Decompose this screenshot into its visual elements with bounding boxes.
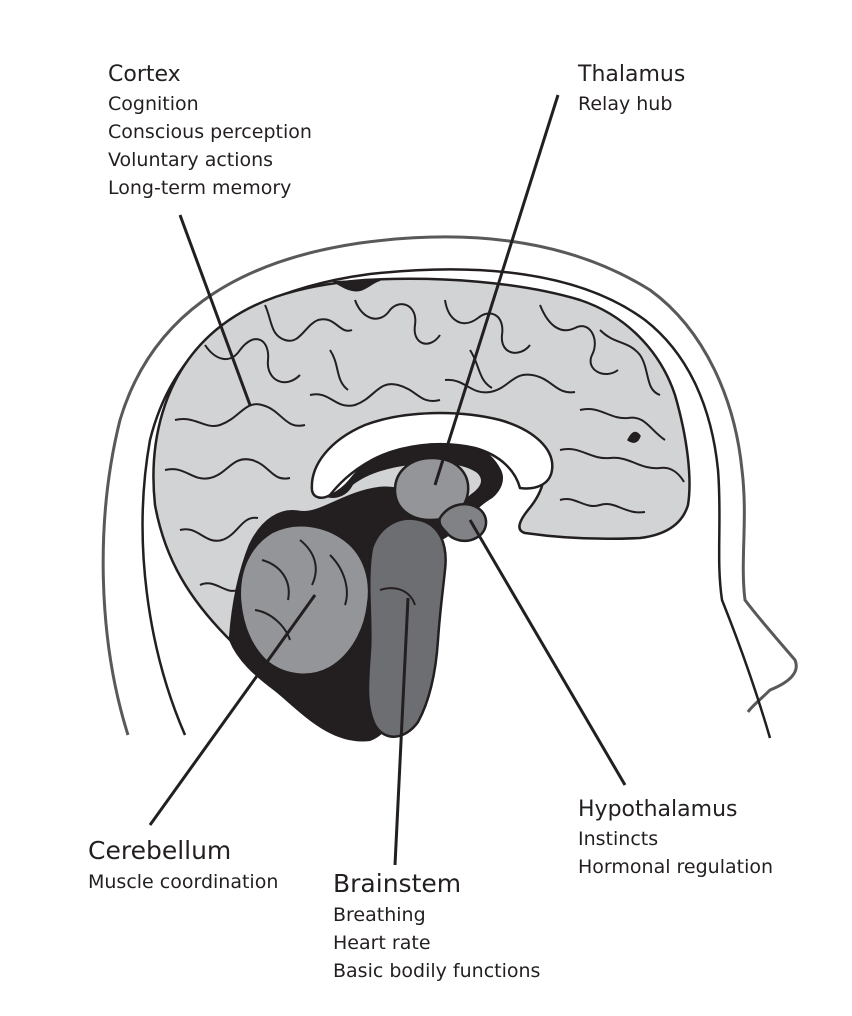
brainstem-function-1: Breathing	[333, 904, 426, 926]
cerebellum-title: Cerebellum	[88, 836, 232, 865]
thalamus-shape	[393, 456, 470, 522]
cortex-leader-line	[178, 214, 252, 406]
skull-outline	[141, 268, 772, 739]
brainstem-function-2: Heart rate	[333, 932, 431, 954]
top-notch	[331, 279, 381, 292]
cortex-function-2: Conscious perception	[108, 121, 312, 143]
brainstem-label: Brainstem Breathing Heart rate Basic bod…	[333, 867, 540, 985]
corpus-callosum	[310, 411, 554, 499]
side-notch	[627, 431, 641, 443]
cortex-function-3: Voluntary actions	[108, 149, 274, 171]
cortex-label: Cortex Cognition Conscious perception Vo…	[108, 60, 312, 202]
cerebellum-leader-line	[148, 594, 317, 826]
cerebellum-folds	[254, 539, 348, 641]
hypothalamus-leader-line	[468, 519, 627, 786]
cortex-function-4: Long-term memory	[108, 177, 292, 199]
head-outline	[101, 235, 798, 736]
cerebellum-function-1: Muscle coordination	[88, 871, 279, 893]
hypothalamus-function-2: Hormonal regulation	[578, 856, 774, 878]
brainstem-leader-line	[393, 597, 410, 866]
cortex-function-1: Cognition	[108, 93, 199, 115]
hypothalamus-title: Hypothalamus	[578, 797, 738, 822]
thalamus-label: Thalamus Relay hub	[578, 60, 685, 118]
thalamus-title: Thalamus	[578, 62, 686, 87]
brainstem-function-3: Basic bodily functions	[333, 960, 541, 982]
leader-lines	[148, 94, 627, 866]
brainstem-fold	[379, 587, 416, 606]
cortex-folds	[164, 299, 685, 592]
hypothalamus-label: Hypothalamus Instincts Hormonal regulati…	[578, 795, 773, 881]
cortex-title: Cortex	[108, 62, 181, 87]
hypothalamus-function-1: Instincts	[578, 828, 659, 850]
cerebellum-shape	[238, 524, 371, 676]
thalamus-leader-line	[433, 94, 560, 486]
brainstem-title: Brainstem	[333, 869, 462, 898]
cerebellum-label: Cerebellum Muscle coordination	[88, 834, 278, 896]
thalamus-function-1: Relay hub	[578, 93, 673, 115]
hypothalamus-shape	[438, 502, 488, 543]
